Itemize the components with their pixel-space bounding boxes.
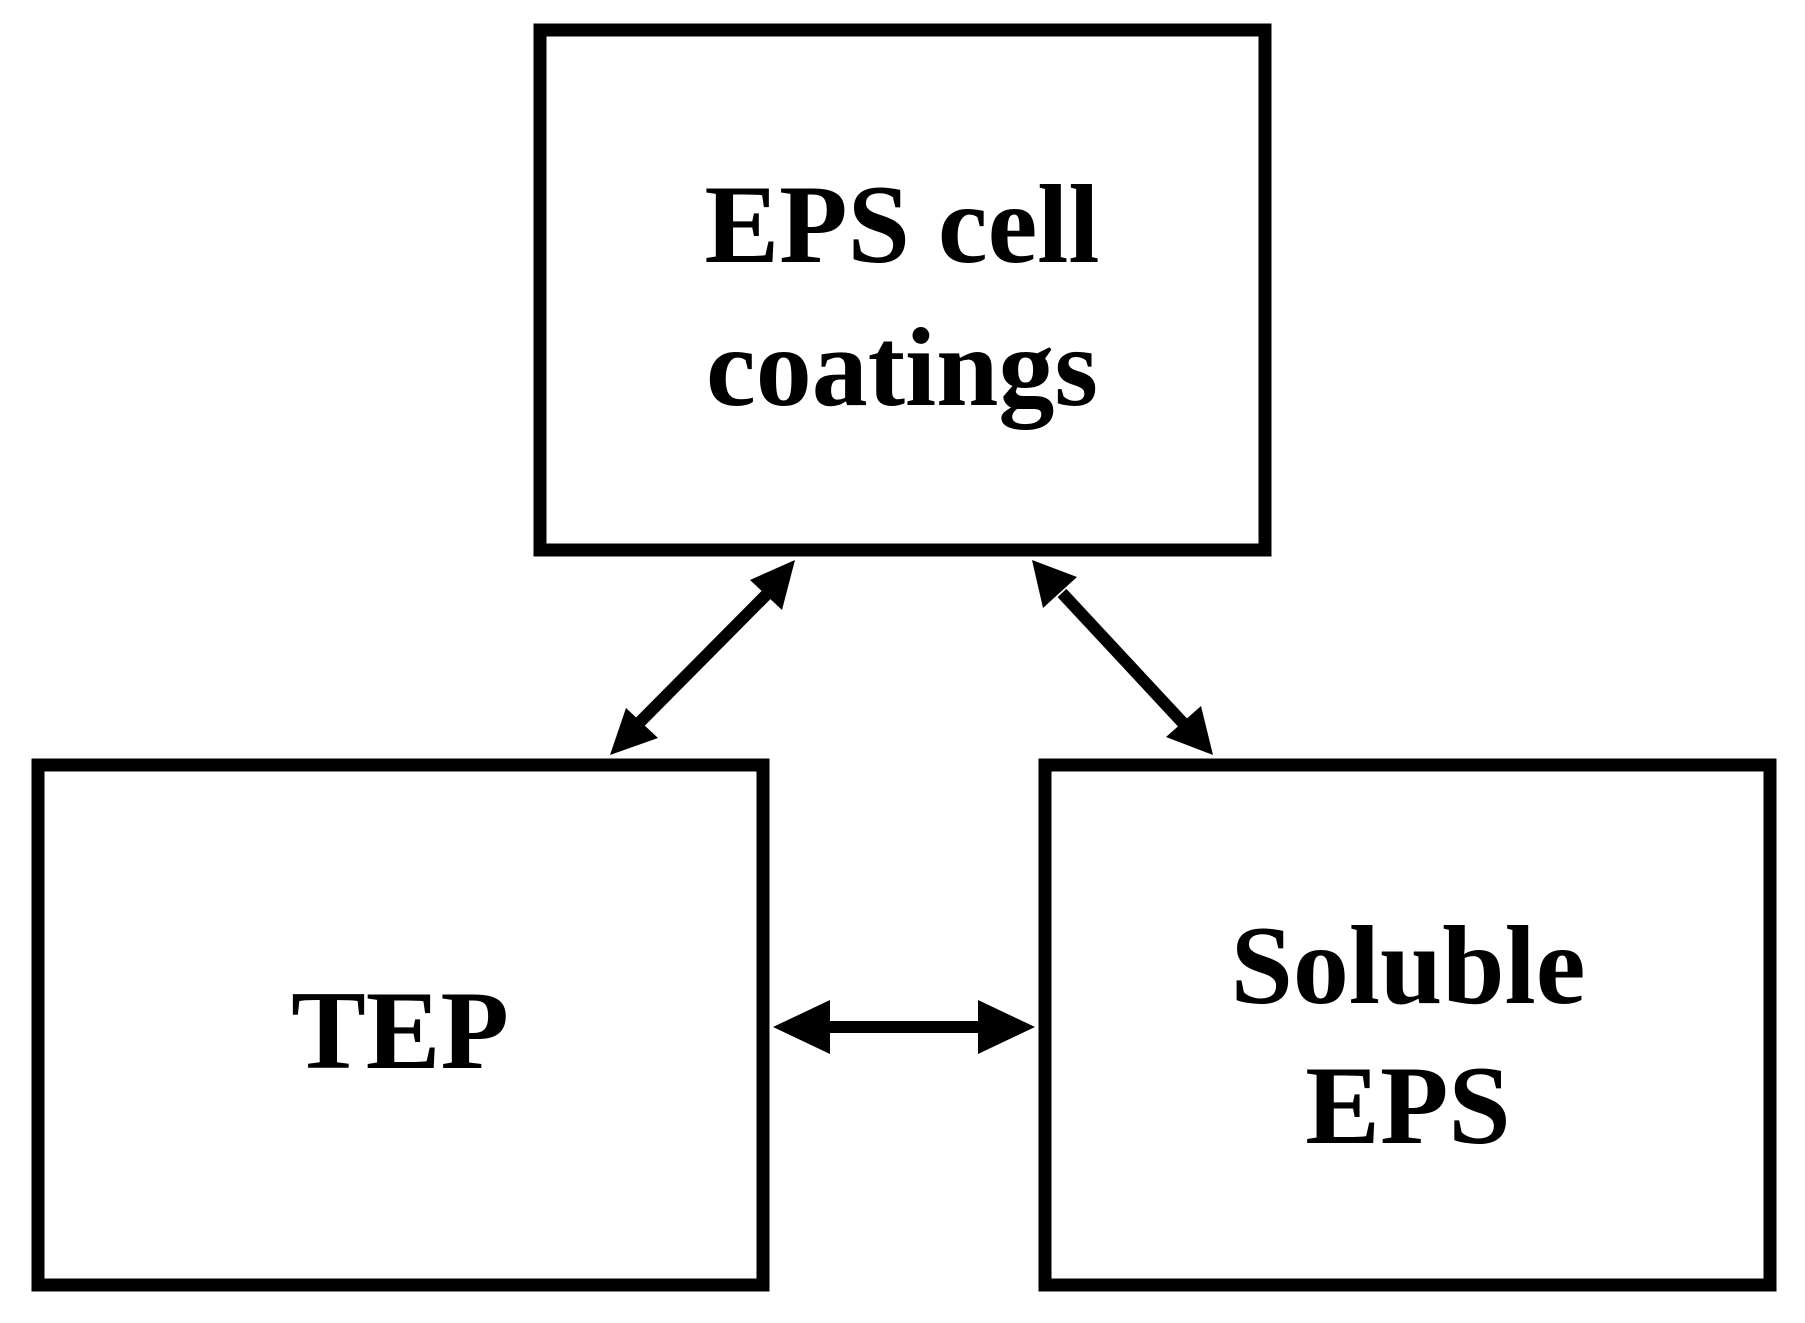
edge-eps-cell-coatings-tep-line	[635, 588, 773, 727]
node-eps-cell-coatings-label-line-1: EPS cell	[704, 163, 1099, 287]
arrowhead-icon	[610, 708, 658, 755]
node-tep: TEP	[31, 758, 770, 1292]
node-soluble-eps-label-line-2: EPS	[1305, 1044, 1510, 1168]
node-eps-cell-coatings-box	[533, 23, 1272, 557]
node-tep-label: TEP	[291, 969, 509, 1093]
arrowhead-icon	[750, 560, 795, 610]
node-eps-cell-coatings: EPS cell coatings	[533, 23, 1272, 557]
node-eps-cell-coatings-label-line-2: coatings	[706, 306, 1098, 430]
edge-tep-soluble-eps	[773, 1000, 1035, 1054]
node-soluble-eps-label-line-1: Soluble	[1231, 904, 1586, 1028]
arrowhead-icon	[773, 1000, 830, 1054]
node-soluble-eps: Soluble EPS	[1038, 758, 1777, 1292]
node-soluble-eps-box	[1038, 758, 1777, 1292]
node-tep-box	[31, 758, 770, 1292]
arrowhead-icon	[1032, 560, 1077, 608]
arrowhead-icon	[978, 1000, 1035, 1054]
arrowhead-icon	[1166, 706, 1213, 755]
edge-eps-cell-coatings-tep	[610, 560, 795, 755]
edge-eps-cell-coatings-soluble-eps	[1032, 560, 1213, 755]
edge-eps-cell-coatings-soluble-eps-line	[1057, 588, 1188, 728]
